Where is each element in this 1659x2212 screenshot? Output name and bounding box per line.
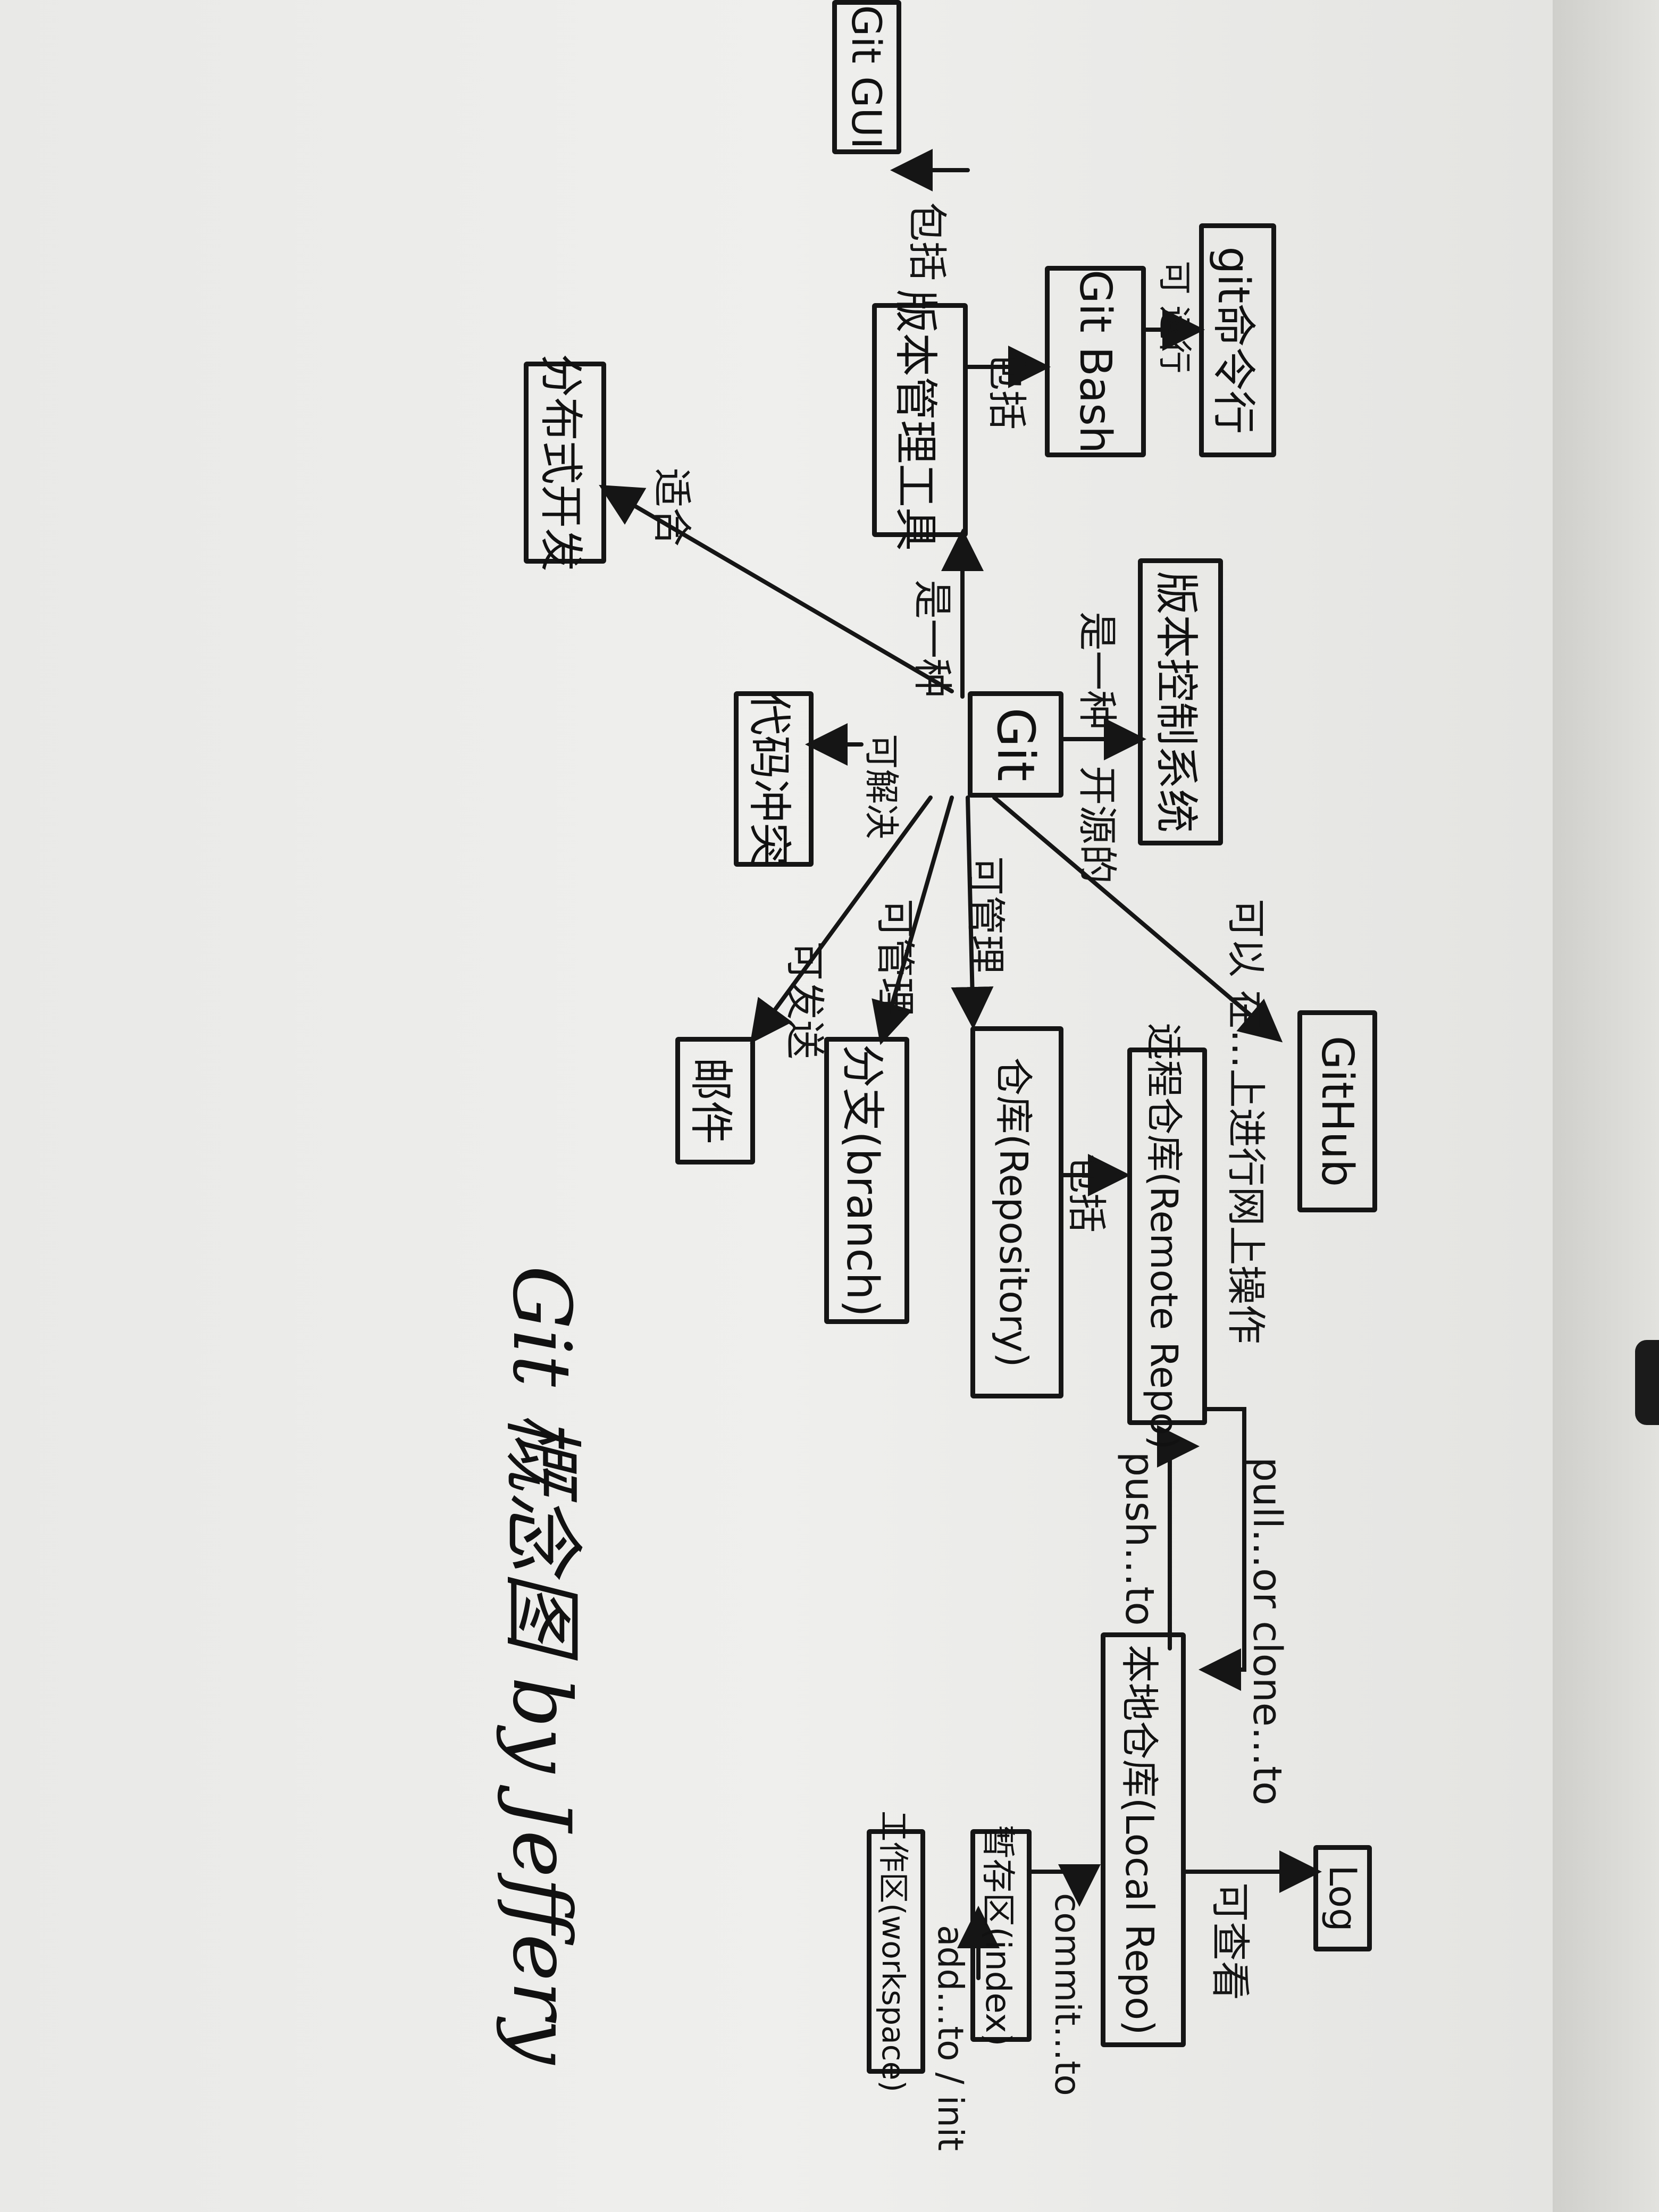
pen-icon: [1635, 1340, 1659, 1425]
label-can-run: 可 运行: [1154, 261, 1194, 374]
label-can-view: 可查看: [1207, 1882, 1253, 2000]
node-github: GitHub: [1297, 1010, 1377, 1212]
label-can-do-online: 可以 在…上进行网上操作: [1223, 899, 1269, 1344]
edge-index-to-local: [1029, 1864, 1101, 1907]
node-log: Log: [1313, 1845, 1372, 1951]
node-vcs: 版本控制系统: [1138, 558, 1223, 845]
edge-git-to-branch: [872, 795, 954, 1045]
label-pull-clone: pull…or clone…to: [1244, 1457, 1290, 1806]
node-branch: 分支(branch): [824, 1037, 909, 1324]
label-push: push…to: [1117, 1452, 1162, 1626]
label-contains-bash: 包括: [984, 351, 1029, 430]
label-can-resolve: 可解决: [861, 734, 902, 839]
node-index: 暂存区(index): [970, 1824, 1032, 2047]
node-git-gui: Git GUI: [832, 0, 901, 154]
label-can-manage-repo: 可管理: [962, 856, 1008, 974]
node-git: Git: [968, 691, 1063, 798]
edge-git-to-mail: [750, 795, 933, 1044]
edge-git-to-github: [992, 795, 1283, 1043]
node-local-repo: 本地仓库(Local Repo): [1101, 1632, 1186, 2047]
node-workspace: 工作区(workspace): [867, 1811, 925, 2092]
paper-stack-edge: [1553, 0, 1659, 2212]
label-commit: commit…to: [1047, 1893, 1088, 2096]
label-is-a-vcs: 是一种: [1074, 611, 1120, 730]
edge-git-to-repo: [951, 795, 994, 1029]
node-remote-repo: 远程仓库(Remote Repo): [1127, 1023, 1207, 1449]
label-open-source: 开源的: [1074, 766, 1120, 884]
node-git-cmd: git命令行: [1199, 223, 1276, 457]
edge-local-to-remote: [1157, 1425, 1200, 1650]
diagram-title: Git 概念图 by Jeffery: [495, 1266, 588, 2065]
label-contains-remote: 包括: [1063, 1154, 1109, 1233]
label-add-init: add…to / init: [930, 1925, 971, 2151]
edge-git-to-distributed: [599, 484, 954, 693]
paper-sheet: [0, 0, 1553, 2212]
node-repository: 仓库(Repository): [970, 1026, 1063, 1398]
label-can-send: 可发送: [782, 941, 827, 1059]
node-mail: 邮件: [675, 1037, 755, 1164]
label-is-a-tool: 是一种: [909, 580, 955, 698]
edge-remote-to-local: [1199, 1407, 1246, 1691]
node-git-bash: Git Bash: [1045, 266, 1146, 457]
label-suitable: 适合: [649, 468, 694, 547]
node-management-tool: 版本管理工具: [872, 289, 968, 551]
label-can-manage-branch: 可管理: [872, 899, 918, 1017]
node-conflict: 代码冲突: [734, 691, 814, 867]
label-contains-gui: 包括: [904, 202, 950, 281]
node-distributed: 分布式开发: [524, 354, 606, 572]
